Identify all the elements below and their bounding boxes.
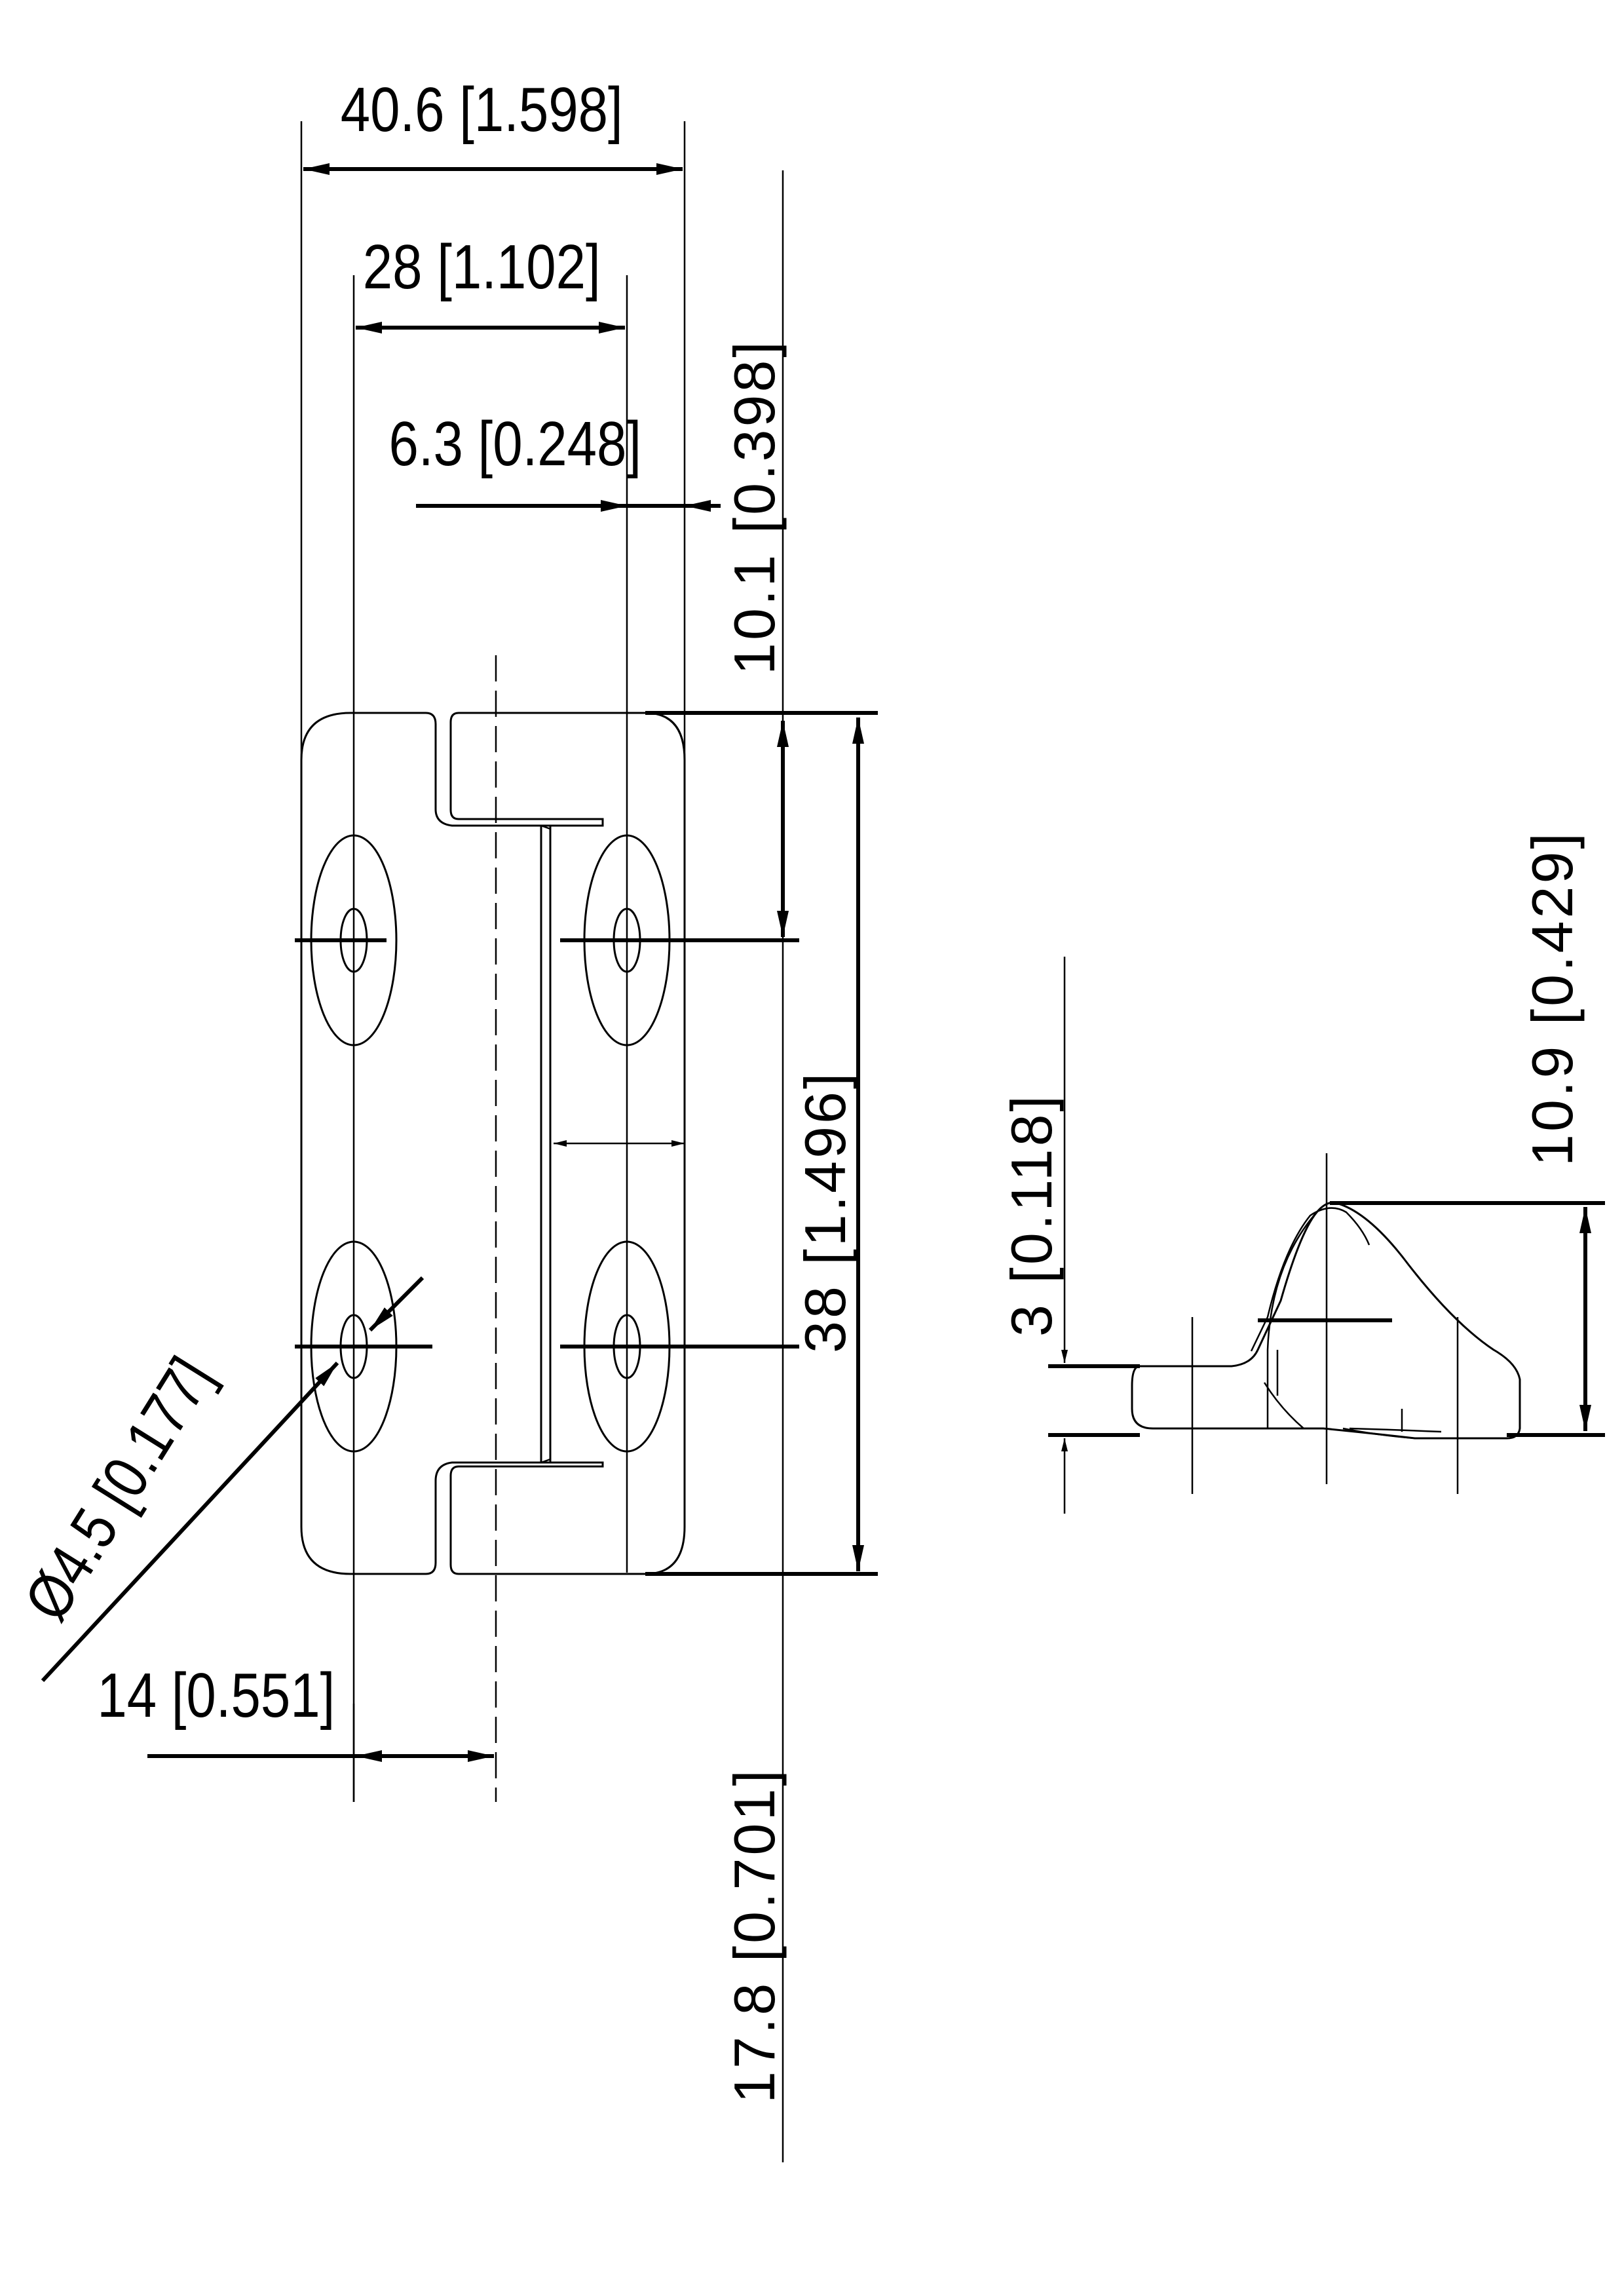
side-profile-inner — [1250, 1207, 1370, 1429]
svg-text:6.3 [0.248]: 6.3 [0.248] — [388, 408, 641, 479]
knuckle-line — [540, 824, 551, 830]
svg-text:17.8 [0.701]: 17.8 [0.701] — [722, 1767, 787, 2103]
knuckle-line — [540, 1458, 551, 1464]
side-profile-outline — [1131, 1201, 1521, 1440]
svg-text:Ø4.5 [0.177]: Ø4.5 [0.177] — [10, 1345, 226, 1632]
svg-text:14 [0.551]: 14 [0.551] — [97, 1660, 335, 1731]
svg-text:38 [1.496]: 38 [1.496] — [793, 1071, 858, 1353]
svg-text:10.1 [0.398]: 10.1 [0.398] — [722, 339, 787, 675]
side-profile-inner — [1342, 1427, 1442, 1440]
dim-plate-thickness: 3 [0.118] — [999, 957, 1068, 1514]
front-view: 40.6 [1.598] 28 [1.102] 6.3 [0.248] 10.1… — [10, 74, 878, 2162]
svg-text:3 [0.118]: 3 [0.118] — [999, 1093, 1064, 1337]
dim-side-height: 10.9 [0.429] — [1520, 830, 1591, 1431]
side-extension-lines — [1048, 1201, 1605, 1437]
dim-center-offset: 14 [0.551] — [97, 1660, 494, 1802]
svg-text:28 [1.102]: 28 [1.102] — [363, 231, 601, 302]
dim-edge-offset: 6.3 [0.248] — [388, 408, 721, 512]
dim-height: 38 [1.496] — [793, 718, 864, 1571]
extension-lines — [300, 121, 878, 2162]
dim-overall-width: 40.6 [1.598] — [303, 74, 683, 175]
dim-bottom-offset: 17.8 [0.701] — [722, 1767, 787, 2103]
svg-text:40.6 [1.598]: 40.6 [1.598] — [341, 74, 623, 145]
side-view: 3 [0.118] 10.9 [0.429] — [999, 830, 1605, 1514]
dim-hole-diameter: Ø4.5 [0.177] — [10, 1276, 425, 1683]
side-centerlines — [1191, 1153, 1459, 1494]
side-profile-inner — [1266, 1212, 1317, 1428]
svg-text:10.9 [0.429]: 10.9 [0.429] — [1520, 830, 1585, 1166]
dim-top-offset: 10.1 [0.398] — [722, 339, 789, 937]
dim-hole-spacing: 28 [1.102] — [356, 231, 625, 334]
hole-centerlines — [295, 275, 799, 1802]
